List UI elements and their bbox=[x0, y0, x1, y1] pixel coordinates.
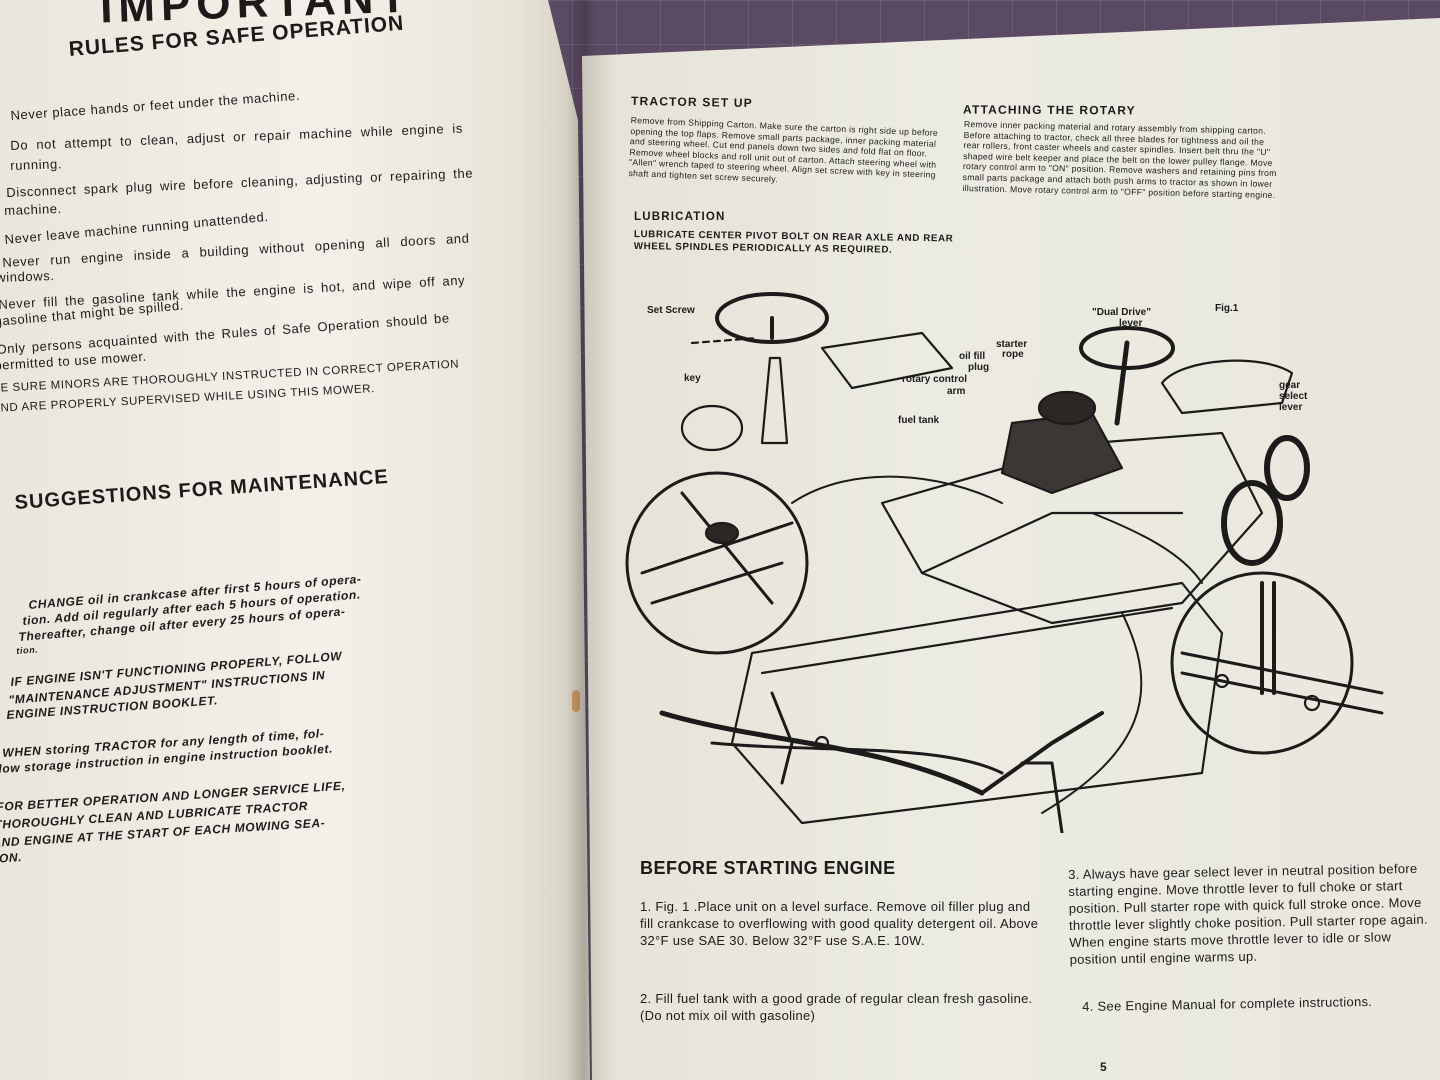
rule-line: Never fill the gasoline tank while the e… bbox=[0, 272, 466, 312]
suggestion-line: SON. bbox=[0, 850, 23, 866]
before-starting-title: BEFORE STARTING ENGINE bbox=[640, 858, 896, 878]
suggestion-line: tion. bbox=[16, 644, 39, 656]
page-number: 5 bbox=[1100, 1060, 1107, 1074]
steering-shaft bbox=[760, 356, 789, 445]
step-4: 4. See Engine Manual for complete instru… bbox=[1082, 993, 1373, 1014]
seat bbox=[1160, 359, 1294, 415]
label-starter-2: rope bbox=[1002, 349, 1024, 360]
label-oil-fill: oil fill bbox=[959, 351, 985, 362]
tractor-body bbox=[880, 431, 1264, 625]
label-oil-fill-2: plug bbox=[968, 362, 989, 373]
label-gear-2: select bbox=[1279, 391, 1308, 402]
step-3: 3. Always have gear select lever in neut… bbox=[1068, 860, 1428, 967]
detail-circle-left bbox=[625, 471, 809, 655]
label-rotary-control-2: arm bbox=[947, 386, 965, 397]
lubrication-title: LUBRICATION bbox=[634, 211, 726, 223]
label-rotary-control: rotary control bbox=[902, 374, 967, 385]
right-page: TRACTOR SET UP Remove from Shipping Cart… bbox=[582, 18, 1440, 1080]
tractor-diagram: Set Screw key "Dual Drive" lever starter… bbox=[625, 292, 1384, 833]
rear-wheel-2 bbox=[1264, 435, 1310, 501]
front-hood bbox=[820, 331, 954, 390]
rule-line: machine. bbox=[4, 200, 63, 218]
engine-flywheel bbox=[1037, 390, 1097, 426]
page-stain bbox=[572, 690, 580, 712]
engine-block bbox=[1000, 411, 1124, 495]
mower-deck bbox=[730, 581, 1224, 825]
rear-wheel bbox=[1221, 480, 1283, 566]
step-1: 1. Fig. 1 .Place unit on a level surface… bbox=[640, 899, 1039, 948]
tractor-setup-body: Remove from Shipping Carton. Make sure t… bbox=[628, 115, 939, 185]
left-page: IMPORTANT RULES FOR SAFE OPERATION Never… bbox=[0, 0, 590, 1080]
label-dual-drive: "Dual Drive" bbox=[1092, 307, 1151, 318]
label-starter: starter bbox=[996, 339, 1027, 350]
label-fuel-tank: fuel tank bbox=[898, 415, 940, 426]
rule-line: Never place hands or feet under the mach… bbox=[10, 87, 301, 123]
maintenance-title: SUGGESTIONS FOR MAINTENANCE bbox=[14, 465, 390, 514]
loose-steering-wheel bbox=[715, 292, 829, 344]
rule-line: Disconnect spark plug wire before cleani… bbox=[6, 165, 474, 200]
lubrication-body: LUBRICATE CENTER PIVOT BOLT ON REAR AXLE… bbox=[633, 229, 954, 256]
rule-line: running. bbox=[10, 156, 63, 173]
attaching-rotary-title: ATTACHING THE ROTARY bbox=[962, 102, 1136, 118]
pulley bbox=[680, 404, 744, 452]
tractor-setup-title: TRACTOR SET UP bbox=[630, 93, 754, 111]
label-gear-3: lever bbox=[1279, 402, 1302, 413]
label-key: key bbox=[684, 373, 701, 384]
label-set-screw: Set Screw bbox=[647, 305, 695, 316]
tractor-steering-wheel bbox=[1079, 326, 1175, 370]
detail-circle-right bbox=[1170, 571, 1354, 755]
attaching-rotary-body: Remove inner packing material and rotary… bbox=[962, 119, 1277, 200]
fig-label: Fig.1 bbox=[1215, 303, 1239, 314]
label-gear: gear bbox=[1279, 380, 1300, 391]
step-2: 2. Fill fuel tank with a good grade of r… bbox=[640, 991, 1033, 1023]
label-dual-drive-2: lever bbox=[1119, 318, 1142, 329]
rule-line: Do not attempt to clean, adjust or repai… bbox=[10, 120, 464, 153]
rule-line: windows. bbox=[0, 267, 55, 285]
